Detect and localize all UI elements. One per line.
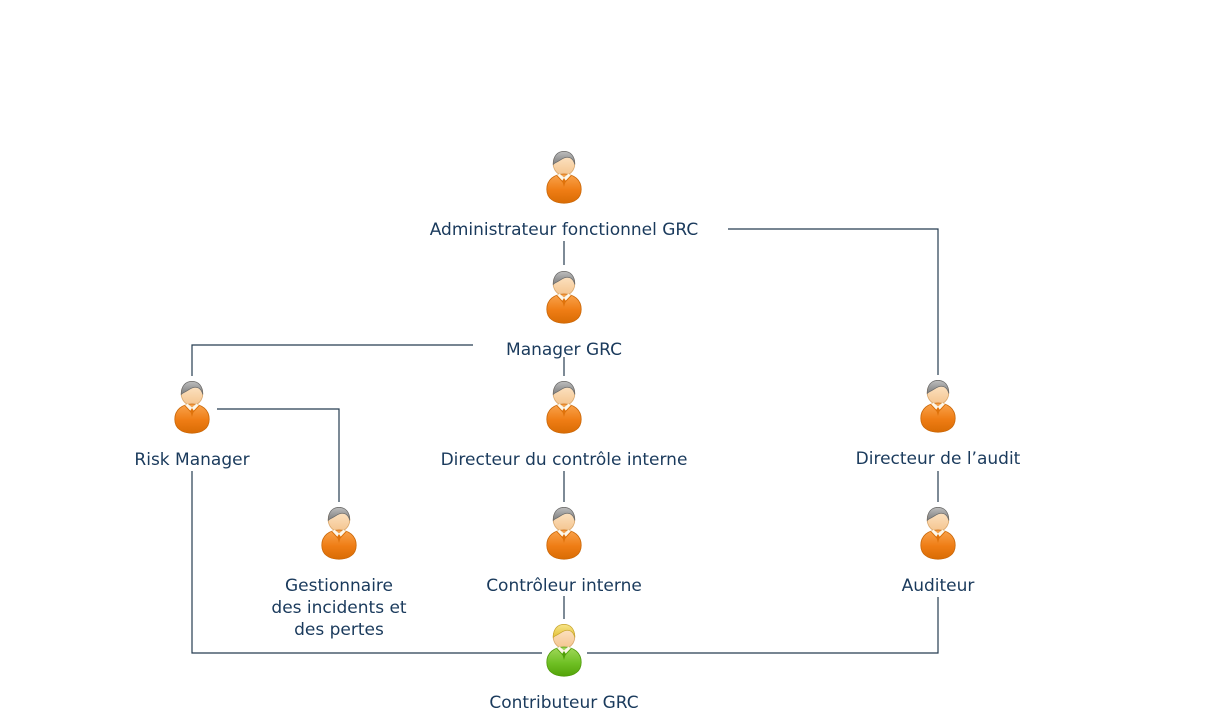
org-node-manager-grc[interactable]: Manager GRC: [404, 268, 724, 361]
person-orange-icon: [542, 148, 586, 206]
person-green-icon: [542, 621, 586, 679]
org-node-directeur-du-controle-interne[interactable]: Directeur du contrôle interne: [404, 378, 724, 471]
org-node-risk-manager[interactable]: Risk Manager: [32, 378, 352, 471]
node-label: Directeur de l’audit: [855, 449, 1021, 469]
node-label: Contrôleur interne: [486, 576, 642, 596]
person-orange-icon: [542, 268, 586, 326]
person-orange-icon: [170, 378, 214, 436]
org-node-auditeur[interactable]: Auditeur: [778, 504, 1098, 597]
person-orange-icon: [916, 504, 960, 562]
node-label: Risk Manager: [134, 450, 250, 470]
node-label: Gestionnaire des incidents et des pertes: [271, 576, 407, 640]
node-label: Directeur du contrôle interne: [440, 450, 688, 470]
node-label: Administrateur fonctionnel GRC: [429, 220, 699, 240]
person-orange-icon: [542, 504, 586, 562]
person-orange-icon: [916, 377, 960, 435]
org-node-administrateur-fonctionnel-grc[interactable]: Administrateur fonctionnel GRC: [404, 148, 724, 241]
org-node-contributeur-grc[interactable]: Contributeur GRC: [404, 621, 724, 714]
edge-administrateur-directeur-audit: [728, 228, 939, 375]
node-label: Auditeur: [901, 576, 975, 596]
node-label: Contributeur GRC: [489, 693, 639, 713]
org-node-controleur-interne[interactable]: Contrôleur interne: [404, 504, 724, 597]
node-label: Manager GRC: [506, 340, 622, 360]
person-orange-icon: [542, 378, 586, 436]
org-node-gestionnaire-des-incidents-et-des-pertes[interactable]: Gestionnaire des incidents et des pertes: [179, 504, 499, 641]
person-orange-icon: [317, 504, 361, 562]
org-node-directeur-de-l-audit[interactable]: Directeur de l’audit: [778, 377, 1098, 470]
